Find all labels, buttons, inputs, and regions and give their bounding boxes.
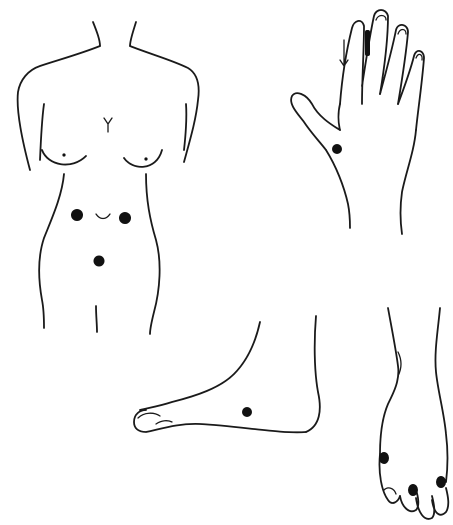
top-foot-figure xyxy=(379,308,448,519)
torso-marker-right-abdomen xyxy=(119,212,131,224)
torso-left-nipple xyxy=(62,153,65,156)
hand-nail-little xyxy=(416,54,422,60)
top-foot-right-leg xyxy=(435,308,447,482)
torso-crotch-line xyxy=(96,306,97,332)
hand-figure xyxy=(291,10,424,234)
torso-neck-left xyxy=(93,22,100,46)
hand-nail-middle xyxy=(376,16,386,21)
top-foot-marker-outer-toe xyxy=(436,476,446,488)
torso-right-shoulder xyxy=(130,46,199,162)
torso-neck-right xyxy=(130,22,136,46)
side-foot-toe-nail xyxy=(138,413,160,418)
torso-sternum-mark xyxy=(104,118,112,132)
hand-marker-wrist xyxy=(332,144,342,154)
torso-left-shoulder xyxy=(18,46,100,170)
torso-right-nipple xyxy=(144,157,147,160)
hand-index-base xyxy=(339,104,341,130)
hand-marker-finger xyxy=(365,30,370,56)
hand-inner-wrist xyxy=(326,150,350,228)
torso-right-breast xyxy=(124,150,162,167)
torso-marker-left-abdomen xyxy=(71,209,83,221)
hand-outer-edge xyxy=(401,130,417,234)
hand-nail-ring xyxy=(398,30,406,35)
side-foot-heel-back xyxy=(306,316,320,432)
top-foot-marker-middle-toe xyxy=(408,484,418,496)
torso-navel xyxy=(96,214,110,219)
torso-left-side xyxy=(39,174,64,328)
hand-little-finger xyxy=(398,51,424,130)
top-foot-toe-nail xyxy=(384,488,396,494)
side-foot-front-leg xyxy=(140,322,260,410)
side-foot-figure xyxy=(134,316,320,432)
torso-marker-lower-abdomen xyxy=(94,256,105,267)
side-foot-sole xyxy=(134,410,306,432)
hand-thumb xyxy=(291,93,340,150)
top-foot-marker-big-toe xyxy=(379,452,389,464)
torso-right-armpit xyxy=(184,104,186,150)
top-foot-left-leg xyxy=(380,308,398,454)
top-foot-fourth-toe xyxy=(432,488,448,515)
torso-figure xyxy=(18,22,199,334)
side-foot-marker xyxy=(242,407,252,417)
torso-left-breast xyxy=(42,150,86,165)
side-foot-toe-crease xyxy=(156,421,172,424)
torso-right-side xyxy=(146,174,160,334)
